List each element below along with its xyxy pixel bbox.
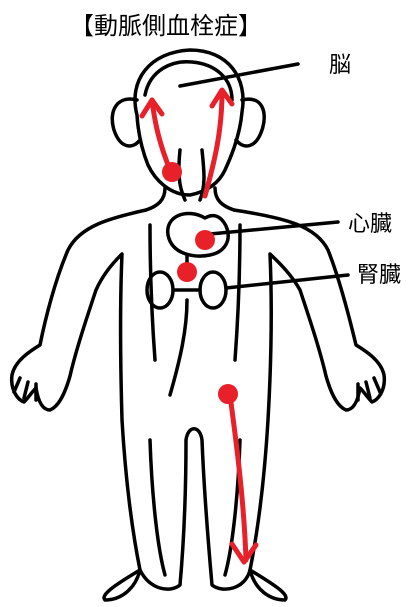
label-heart: 心臓 xyxy=(348,206,392,238)
label-brain: 脳 xyxy=(329,47,351,79)
neck-right-outline xyxy=(215,188,234,210)
neck-left-outline xyxy=(146,188,165,210)
foot-left-outline xyxy=(104,570,140,600)
pointer-line-kidney xyxy=(226,275,348,288)
pointer-line-heart xyxy=(210,222,338,234)
body-outline xyxy=(12,210,385,589)
kidney-right-outline xyxy=(200,272,226,308)
leg-left-inner-outline xyxy=(150,440,165,575)
clot-neck-marker xyxy=(162,162,182,182)
head-outline xyxy=(135,50,243,195)
clot-heart-marker xyxy=(195,230,215,250)
clot-kidney-marker xyxy=(177,262,197,282)
clot-leg-marker xyxy=(218,384,238,404)
label-kidney: 腎臓 xyxy=(357,257,401,289)
foot-right-outline xyxy=(250,570,286,600)
